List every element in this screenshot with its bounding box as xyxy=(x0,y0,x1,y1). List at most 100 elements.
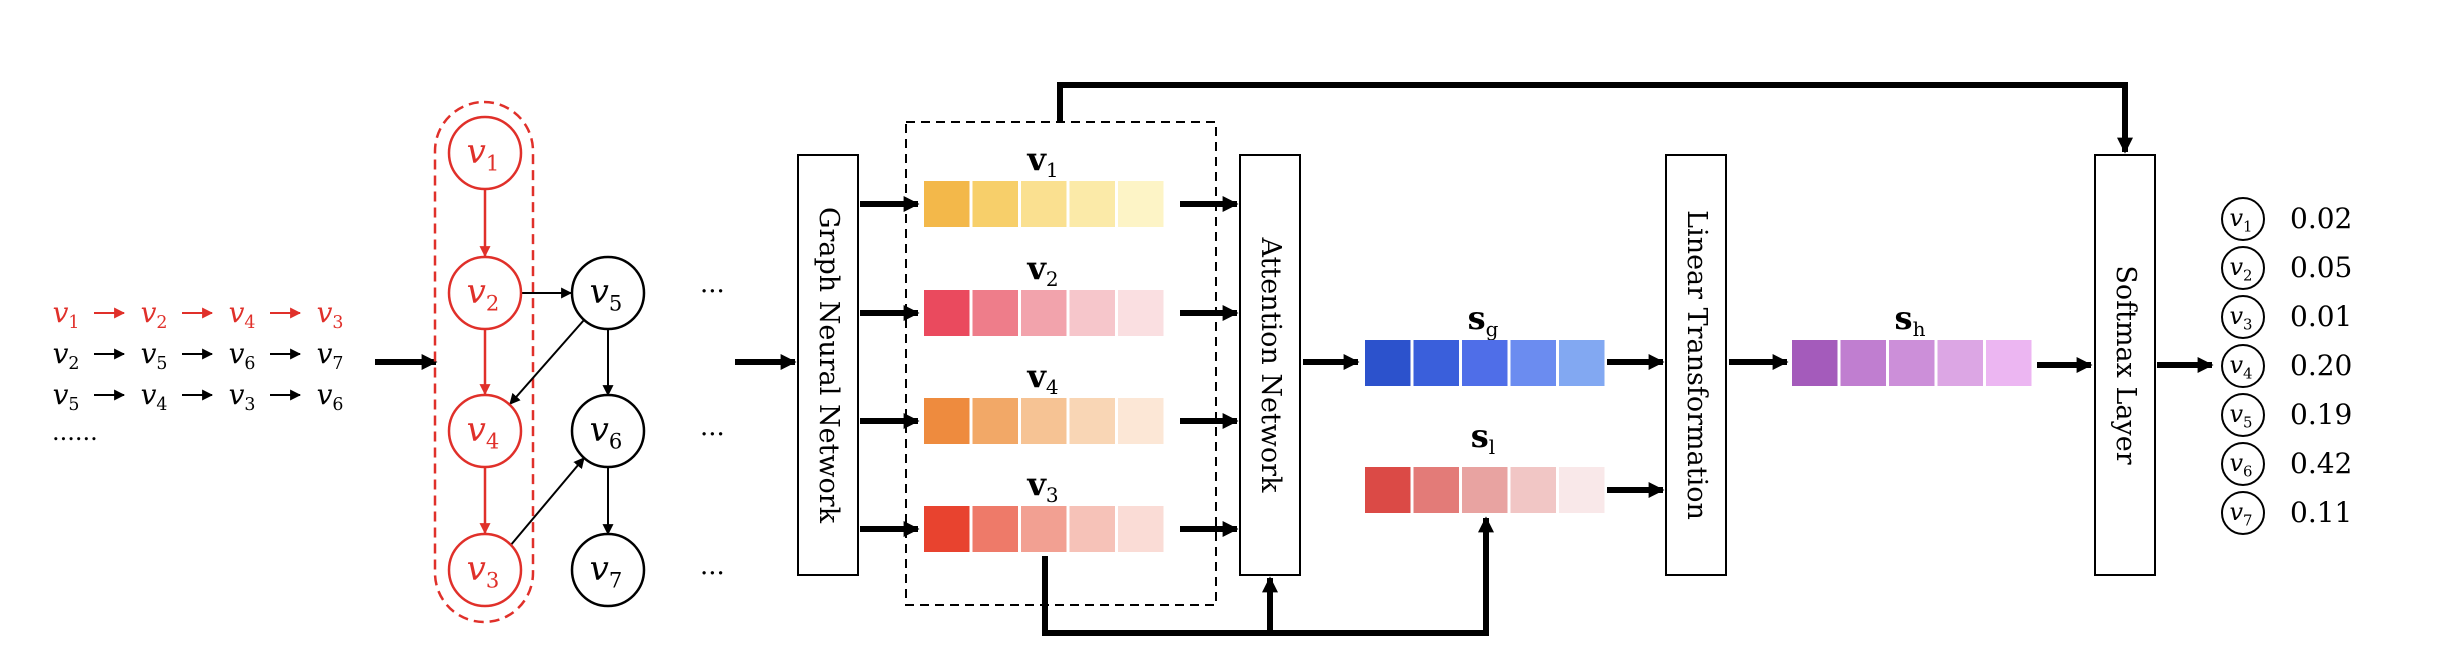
local-embedding-sl: sl xyxy=(1365,417,1605,513)
embedding-cell xyxy=(1118,290,1164,336)
embedding-cell xyxy=(972,181,1018,227)
embedding-arrows xyxy=(860,196,1239,537)
score-value: 0.01 xyxy=(2290,300,2352,333)
item-embeddings: v1 v2 v4 v3 xyxy=(924,140,1164,552)
embedding-cell xyxy=(1792,340,1838,386)
embedding-cell xyxy=(1021,290,1067,336)
embedding-cell xyxy=(1069,290,1115,336)
graph-node-label: v1 xyxy=(467,132,500,175)
session-item: v4 xyxy=(141,378,168,415)
graph-node-v7: v7 xyxy=(570,532,646,608)
embedding-v1: v1 xyxy=(924,140,1164,227)
graph-node-v6: v6 xyxy=(570,393,646,469)
linear-transformation-block: Linear Transformation xyxy=(1665,154,1727,576)
embedding-cell xyxy=(1510,467,1556,513)
embedding-cell xyxy=(1118,181,1164,227)
embedding-cell xyxy=(1365,467,1411,513)
score-row-v5: v5 0.19 xyxy=(2221,393,2352,437)
embedding-cell xyxy=(972,506,1018,552)
embedding-cell xyxy=(924,398,970,444)
session-item: v3 xyxy=(229,378,256,415)
hybrid-embedding-sh: sh xyxy=(1792,299,2032,386)
embedding-cell xyxy=(1069,398,1115,444)
embedding-cell xyxy=(1118,398,1164,444)
score-item-label: v5 xyxy=(2229,400,2252,431)
embedding-cell xyxy=(1840,340,1886,386)
embedding-cell xyxy=(972,290,1018,336)
graph-node-label: v4 xyxy=(467,410,500,453)
score-item-label: v7 xyxy=(2229,498,2252,529)
graph-node-v4: v4 xyxy=(447,393,523,469)
score-item-label: v1 xyxy=(2229,204,2252,235)
embedding-cell xyxy=(924,181,970,227)
score-item-label: v4 xyxy=(2229,351,2252,382)
session-item: v4 xyxy=(229,296,256,333)
score-value: 0.19 xyxy=(2290,398,2352,431)
score-item-label: v6 xyxy=(2229,449,2252,480)
embedding-cell xyxy=(1986,340,2032,386)
session-item: v5 xyxy=(53,378,80,415)
embedding-cell xyxy=(1069,181,1115,227)
attention-label: Attention Network xyxy=(1255,237,1286,494)
embedding-cell xyxy=(924,290,970,336)
session-item: v5 xyxy=(141,337,168,374)
embedding-cell xyxy=(1069,506,1115,552)
session-row: v5 v4 v3 v6 xyxy=(53,378,344,415)
embedding-label: v1 xyxy=(1026,140,1058,182)
embedding-cell xyxy=(1559,467,1605,513)
embedding-cell xyxy=(1118,506,1164,552)
sg-label: sg xyxy=(1468,299,1499,341)
connector-v3-bottom xyxy=(1042,516,1494,636)
embedding-cell xyxy=(1510,340,1556,386)
embedding-v3: v3 xyxy=(924,465,1164,552)
score-value: 0.11 xyxy=(2290,496,2352,529)
embedding-cell xyxy=(924,506,970,552)
session-item: v7 xyxy=(317,337,344,374)
embedding-cell xyxy=(1021,181,1067,227)
session-item: v1 xyxy=(53,296,80,333)
embedding-cell xyxy=(1021,398,1067,444)
softmax-label: Softmax Layer xyxy=(2110,265,2141,464)
embedding-cell xyxy=(1021,506,1067,552)
session-item: v6 xyxy=(317,378,344,415)
graph-node-v5: v5 xyxy=(570,255,646,331)
attention-block: Attention Network xyxy=(1239,154,1301,576)
graph-node-label: v6 xyxy=(590,410,623,453)
embedding-cell xyxy=(1937,340,1983,386)
session-graph: v1 v2 v4 v3 v5 v6 v7 xyxy=(433,100,646,624)
score-row-v7: v7 0.11 xyxy=(2221,491,2352,535)
embedding-cell xyxy=(1559,340,1605,386)
graph-ellipsis-2: ··· xyxy=(700,420,725,450)
embedding-v4: v4 xyxy=(924,357,1164,444)
embedding-label: v4 xyxy=(1026,357,1058,399)
graph-node-label: v7 xyxy=(590,549,623,592)
graph-node-v2: v2 xyxy=(447,255,523,331)
embedding-cell xyxy=(1413,340,1459,386)
highlighted-session-box xyxy=(433,100,535,624)
edge-v5-v4 xyxy=(509,319,585,405)
embedding-cell xyxy=(972,398,1018,444)
graph-ellipsis-3: ··· xyxy=(700,559,725,589)
embedding-label: v2 xyxy=(1026,249,1058,291)
connector-top-to-softmax xyxy=(1057,82,2133,154)
score-value: 0.05 xyxy=(2290,251,2352,284)
sl-label: sl xyxy=(1471,417,1495,459)
graph-node-v1: v1 xyxy=(447,115,523,191)
embedding-cell xyxy=(1413,467,1459,513)
score-value: 0.42 xyxy=(2290,447,2352,480)
graph-node-label: v3 xyxy=(467,549,500,592)
embedding-cell xyxy=(1889,340,1935,386)
graph-node-v3: v3 xyxy=(447,532,523,608)
score-row-v6: v6 0.42 xyxy=(2221,442,2352,486)
embedding-cell xyxy=(1462,340,1508,386)
session-item: v2 xyxy=(141,296,168,333)
